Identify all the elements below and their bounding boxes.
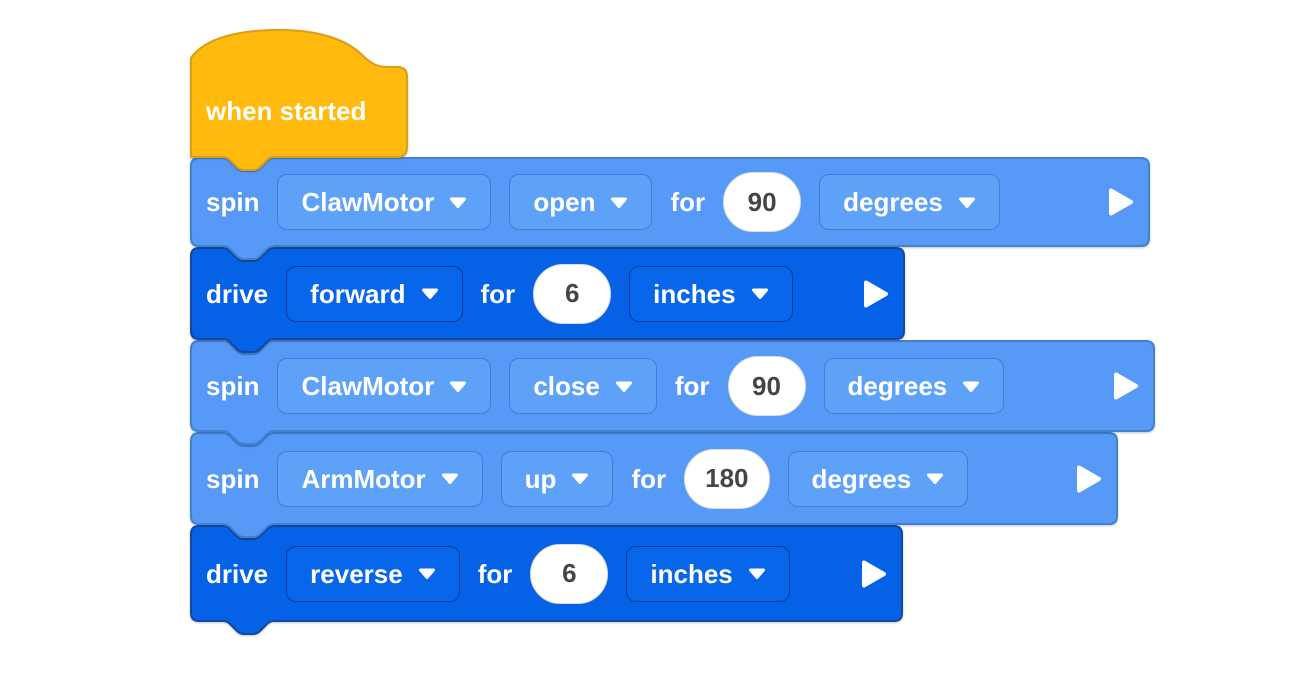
block-verb-label: spin [206, 463, 260, 494]
direction-dropdown[interactable]: up [500, 450, 614, 507]
block-drive-forward[interactable]: drive forward for 6 inches [190, 247, 905, 353]
play-icon[interactable] [1076, 464, 1102, 494]
block-content-row: spin ClawMotor open for 90 degrees [190, 157, 1150, 247]
direction-dropdown-value: reverse [310, 558, 403, 589]
value-input[interactable]: 90 [727, 356, 806, 416]
block-content-row: drive forward for 6 inches [190, 247, 905, 340]
value-input[interactable]: 6 [533, 263, 612, 324]
motor-dropdown-value: ClawMotor [301, 371, 435, 401]
value-input[interactable]: 6 [530, 543, 609, 604]
dropdown-caret-icon [927, 473, 944, 484]
block-content-row: spin ArmMotor up for 180 degrees [190, 432, 1118, 525]
dropdown-caret-icon [418, 568, 435, 579]
for-label: for [670, 187, 706, 217]
dropdown-caret-icon [963, 381, 980, 392]
motor-dropdown[interactable]: ClawMotor [277, 174, 492, 230]
dropdown-caret-icon [450, 197, 467, 208]
unit-dropdown[interactable]: inches [626, 545, 790, 602]
for-label: for [480, 278, 516, 309]
motor-dropdown-value: ClawMotor [301, 187, 435, 217]
unit-dropdown-value: inches [650, 558, 733, 589]
direction-dropdown-value: up [524, 463, 557, 494]
play-icon[interactable] [863, 279, 889, 309]
direction-dropdown-value: forward [310, 278, 406, 309]
dropdown-caret-icon [572, 473, 589, 484]
for-label: for [477, 558, 513, 589]
block-spin-clawmotor-close[interactable]: spin ClawMotor close for 90 degrees [190, 340, 1155, 445]
hat-block-label: when started [206, 95, 367, 126]
block-verb-label: spin [206, 371, 260, 401]
block-verb-label: drive [206, 278, 269, 309]
unit-dropdown-value: degrees [811, 463, 912, 494]
when-started-hat-block[interactable]: when started [190, 28, 408, 171]
direction-dropdown[interactable]: open [509, 174, 653, 230]
value-input[interactable]: 180 [684, 448, 770, 509]
value-input[interactable]: 90 [723, 172, 802, 232]
block-content-row: when started [190, 64, 382, 157]
for-label: for [674, 371, 710, 401]
block-spin-clawmotor-open[interactable]: spin ClawMotor open for 90 degrees [190, 157, 1150, 260]
direction-dropdown[interactable]: reverse [286, 545, 460, 602]
unit-dropdown[interactable]: inches [629, 265, 793, 322]
motor-dropdown[interactable]: ClawMotor [277, 358, 492, 414]
motor-dropdown[interactable]: ArmMotor [277, 450, 483, 507]
dropdown-caret-icon [615, 381, 632, 392]
play-icon[interactable] [861, 559, 887, 589]
unit-dropdown[interactable]: degrees [823, 358, 1005, 414]
hat-block-shape [190, 28, 408, 171]
for-label: for [631, 463, 667, 494]
motor-dropdown-value: ArmMotor [301, 463, 426, 494]
unit-dropdown-value: degrees [843, 187, 943, 217]
block-content-row: drive reverse for 6 inches [190, 525, 903, 622]
block-spin-armmotor-up[interactable]: spin ArmMotor up for 180 degrees [190, 432, 1118, 538]
hat-block-path [190, 28, 408, 171]
dropdown-caret-icon [611, 197, 628, 208]
unit-dropdown[interactable]: degrees [819, 174, 1000, 230]
block-verb-label: drive [206, 558, 269, 589]
direction-dropdown[interactable]: forward [286, 265, 463, 322]
play-icon[interactable] [1113, 371, 1139, 401]
direction-dropdown-value: close [533, 371, 600, 401]
unit-dropdown-value: inches [653, 278, 736, 309]
dropdown-caret-icon [751, 288, 768, 299]
unit-dropdown-value: degrees [847, 371, 948, 401]
block-verb-label: spin [206, 187, 260, 217]
dropdown-caret-icon [958, 197, 975, 208]
dropdown-caret-icon [421, 288, 438, 299]
dropdown-caret-icon [748, 568, 765, 579]
block-drive-reverse[interactable]: drive reverse for 6 inches [190, 525, 903, 635]
direction-dropdown[interactable]: close [509, 358, 657, 414]
block-content-row: spin ClawMotor close for 90 degrees [190, 340, 1155, 432]
unit-dropdown[interactable]: degrees [787, 450, 969, 507]
play-icon[interactable] [1108, 187, 1134, 217]
dropdown-caret-icon [450, 381, 467, 392]
dropdown-caret-icon [441, 473, 458, 484]
direction-dropdown-value: open [533, 187, 596, 217]
